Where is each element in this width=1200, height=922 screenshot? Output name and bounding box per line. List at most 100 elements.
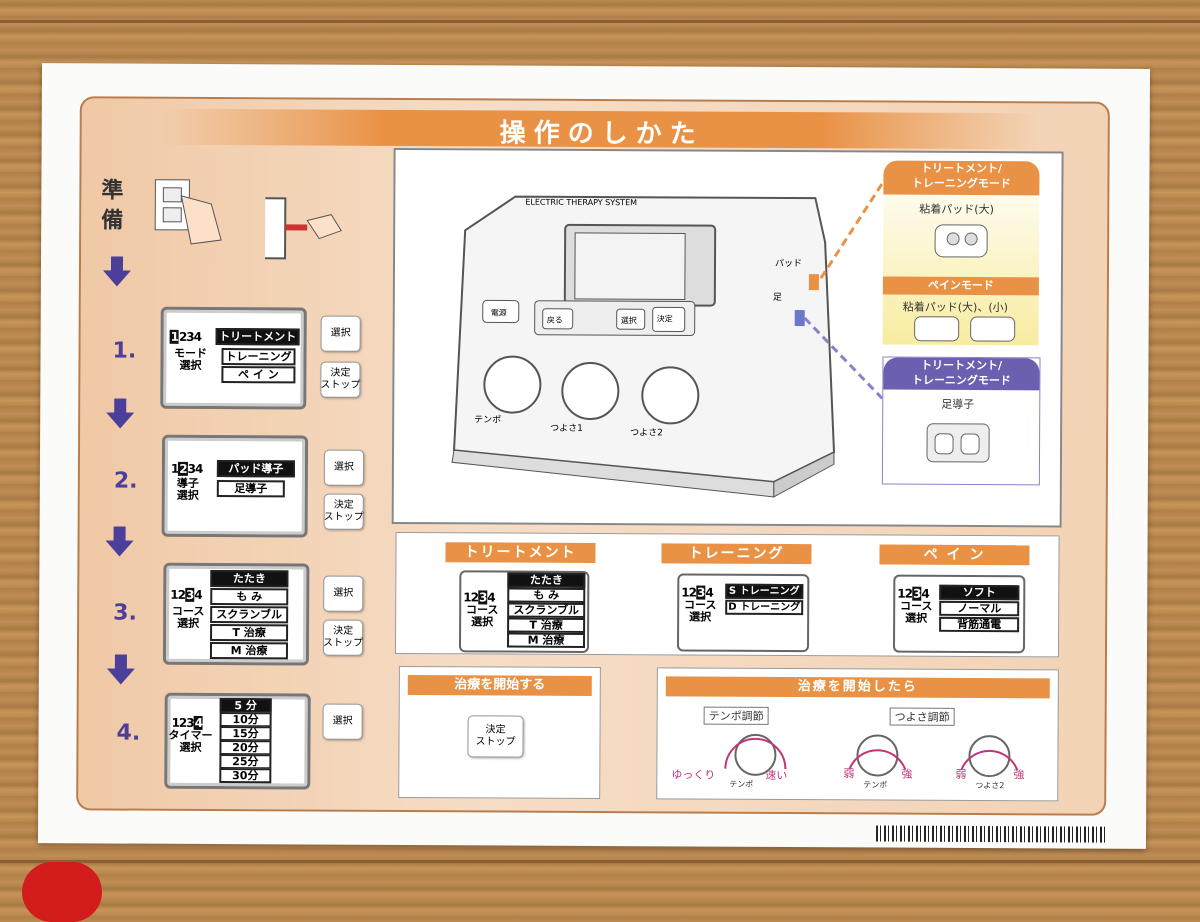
- svg-text:つよさ1: つよさ1: [550, 423, 583, 434]
- strong-label: 強: [901, 767, 913, 781]
- lcd-label: コース 選択: [465, 603, 499, 629]
- confirm-stop-button[interactable]: 決定 ストップ: [320, 361, 361, 398]
- slow-label: ゆっくり: [671, 768, 716, 782]
- lcd-option: ソフト: [939, 584, 1020, 601]
- confirm-stop-button[interactable]: 決定 ストップ: [467, 715, 524, 758]
- barcode: [875, 825, 1107, 843]
- mode-card-header: トリートメント/ トレーニングモード: [883, 160, 1040, 196]
- page-title: 操作のしかた: [499, 118, 704, 150]
- mode-card-header: トリートメント/ トレーニングモード: [883, 357, 1040, 391]
- strength2-dial-label: つよさ2: [975, 781, 1005, 791]
- tempo-dial-icon: [724, 733, 787, 776]
- select-button[interactable]: 選択: [320, 315, 361, 352]
- svg-text:戻る: 戻る: [547, 315, 563, 325]
- weak-label: 弱: [955, 767, 967, 781]
- lcd-option: S トレーニング: [725, 583, 804, 600]
- lcd-option: 足導子: [216, 480, 285, 498]
- lcd-course-select: 1234 コース 選択 たたき も み スクランブル T 治療 M 治療: [162, 562, 310, 666]
- prep-label-1: 準: [101, 178, 124, 204]
- strength1-dial-icon: [848, 734, 907, 777]
- select-button[interactable]: 選択: [322, 703, 363, 740]
- lcd-pain-course: 1234 コース 選択 ソフト ノーマル 背筋通電: [892, 574, 1026, 654]
- lcd-option: 10分: [219, 712, 272, 728]
- tempo-adjust-label: テンポ調節: [703, 706, 769, 725]
- svg-text:選択: 選択: [621, 315, 637, 325]
- after-start-box: 治療を開始したら テンポ調節 つよさ調節 ゆっくり 速い テンポ 弱 強 テンポ…: [656, 667, 1059, 802]
- lcd-option: M 治療: [209, 641, 289, 660]
- strength-adjust-label: つよさ調節: [889, 707, 955, 726]
- svg-text:決定: 決定: [657, 313, 673, 323]
- lcd-option: 30分: [219, 768, 272, 784]
- lcd-option: M 治療: [506, 632, 586, 648]
- adhesive-pad-small-icon: [914, 316, 1016, 342]
- lcd-mode-select: 1234 モード 選択 トリートメント トレーニング ペ イ ン: [160, 306, 307, 410]
- lcd-option: T 治療: [507, 617, 586, 633]
- lcd-digits: 1234: [170, 461, 203, 476]
- lcd-option: 背筋通電: [939, 616, 1020, 633]
- lcd-option: 15分: [219, 726, 272, 742]
- fast-label: 速い: [765, 768, 788, 783]
- title-band: 操作のしかた: [161, 108, 1042, 150]
- svg-text:足: 足: [773, 292, 782, 303]
- lcd-option: も み: [210, 587, 289, 606]
- svg-text:つよさ2: つよさ2: [630, 427, 663, 438]
- step-number: 1.: [112, 338, 137, 364]
- svg-text:パッド: パッド: [775, 258, 802, 269]
- course-header-training: トレーニング: [661, 543, 812, 565]
- lcd-option: スクランブル: [507, 602, 586, 618]
- instruction-panel: 操作のしかた 準 備 1. 1234 モード 選択 トリートメント トレーニング: [76, 96, 1110, 816]
- prep-label-2: 備: [101, 208, 124, 234]
- foot-electrode-icon: [926, 423, 990, 463]
- device-jack-icon: [265, 197, 342, 260]
- lcd-option: トリートメント: [215, 328, 300, 346]
- lcd-option: トレーニング: [221, 348, 296, 366]
- wood-seam: [0, 860, 1200, 863]
- lcd-connector-select: 1234 導子 選択 パッド導子 足導子: [161, 434, 309, 538]
- red-cap: [22, 862, 102, 922]
- start-treatment-box: 治療を開始する 決定 ストップ: [398, 665, 601, 800]
- lcd-option: T 治療: [210, 623, 289, 642]
- svg-text:テンポ: テンポ: [474, 414, 501, 425]
- weak-label: 弱: [843, 767, 855, 781]
- therapy-device-illustration: ELECTRIC THERAPY SYSTEM 電源 戻る 選択 決定 テンポ …: [451, 177, 887, 498]
- lcd-label: コース 選択: [899, 599, 933, 625]
- strength2-dial-icon: [960, 735, 1019, 778]
- lcd-option: D トレーニング: [725, 599, 804, 616]
- device-illustration-box: ELECTRIC THERAPY SYSTEM 電源 戻る 選択 決定 テンポ …: [391, 147, 1064, 528]
- lcd-label: タイマー 選択: [168, 728, 213, 754]
- wood-seam: [0, 20, 1200, 23]
- svg-text:ELECTRIC THERAPY SYSTEM: ELECTRIC THERAPY SYSTEM: [525, 198, 637, 208]
- lcd-timer-select: 1234 タイマー 選択 5 分 10分 15分 20分 25分 30分: [164, 692, 311, 790]
- tempo-dial-label: テンポ: [729, 779, 754, 789]
- lcd-option: 25分: [219, 754, 272, 770]
- confirm-stop-button[interactable]: 決定 ストップ: [322, 619, 364, 656]
- lcd-label: 導子 選択: [176, 476, 199, 502]
- confirm-stop-button[interactable]: 決定 ストップ: [323, 493, 364, 530]
- lcd-treatment-course: 1234 コース 選択 たたき も み スクランブル T 治療 M 治療: [458, 570, 590, 653]
- lcd-training-course: 1234 コース 選択 S トレーニング D トレーニング: [676, 573, 810, 653]
- step-number: 4.: [116, 720, 141, 746]
- mode-card-text: 足導子: [941, 397, 975, 411]
- svg-text:電源: 電源: [491, 308, 507, 317]
- lcd-digits: 1234: [169, 329, 202, 344]
- step-number: 3.: [113, 600, 137, 626]
- lcd-option: ペ イ ン: [221, 366, 296, 384]
- lcd-option: ノーマル: [939, 600, 1020, 617]
- foot-mode-card: トリートメント/ トレーニングモード 足導子: [881, 356, 1041, 486]
- lcd-digits: 1234: [170, 587, 202, 602]
- lcd-label: コース 選択: [683, 598, 717, 624]
- lcd-option: たたき: [507, 572, 586, 588]
- lcd-option: 20分: [219, 740, 272, 756]
- strength1-dial-label: テンポ: [863, 780, 888, 790]
- adhesive-pad-icon: [934, 224, 988, 258]
- lcd-option: パッド導子: [216, 460, 295, 478]
- lcd-option: も み: [507, 587, 586, 603]
- select-button[interactable]: 選択: [323, 575, 364, 612]
- start-header: 治療を開始する: [407, 675, 592, 696]
- pad-mode-card: トリートメント/ トレーニングモード 粘着パッド(大) ペインモード 粘着パッド…: [882, 160, 1040, 346]
- lcd-label: モード 選択: [173, 346, 208, 372]
- instruction-sheet: 操作のしかた 準 備 1. 1234 モード 選択 トリートメント トレーニング: [37, 63, 1151, 849]
- strong-label: 強: [1013, 768, 1025, 782]
- after-header: 治療を開始したら: [665, 676, 1050, 699]
- select-button[interactable]: 選択: [323, 449, 365, 486]
